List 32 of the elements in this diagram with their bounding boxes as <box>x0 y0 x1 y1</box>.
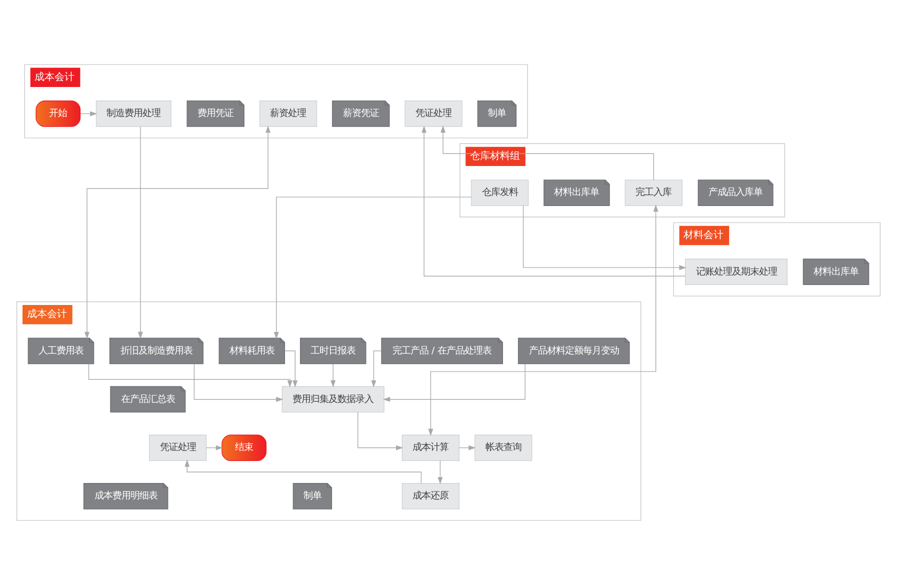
node-box: 开始 <box>36 100 81 126</box>
arrow <box>382 363 526 402</box>
arrow <box>88 362 292 387</box>
arrow <box>428 204 658 436</box>
arrow <box>84 125 271 338</box>
arrow <box>371 350 382 387</box>
node-box: 帐表查询 <box>474 434 532 460</box>
arrow <box>184 459 422 484</box>
arrow <box>440 124 654 180</box>
node-box: 凭证处理 <box>404 100 462 126</box>
arrow <box>330 363 336 387</box>
arrow <box>80 110 98 116</box>
node-box: 凭证处理 <box>148 434 207 460</box>
node-box: 费用归集及数据录入 <box>282 386 384 412</box>
node-box: 完工入库 <box>624 179 682 206</box>
arrow <box>138 126 143 338</box>
node-box: 结束 <box>222 434 266 460</box>
arrow <box>422 125 686 276</box>
arrow <box>274 196 472 339</box>
arrow <box>194 363 284 402</box>
arrow <box>438 460 443 484</box>
node-box: 成本还原 <box>402 482 460 509</box>
node-box: 制造费用处理 <box>96 100 172 126</box>
node-box: 薪资处理 <box>259 100 318 126</box>
node-box: 记账处理及期末处理 <box>685 258 788 285</box>
arrow <box>206 444 223 450</box>
arrow <box>284 350 298 387</box>
arrow <box>458 444 476 450</box>
node-box: 仓库发料 <box>470 179 529 206</box>
arrow <box>358 411 404 450</box>
node-box: 成本计算 <box>402 434 460 460</box>
arrow <box>522 204 686 270</box>
